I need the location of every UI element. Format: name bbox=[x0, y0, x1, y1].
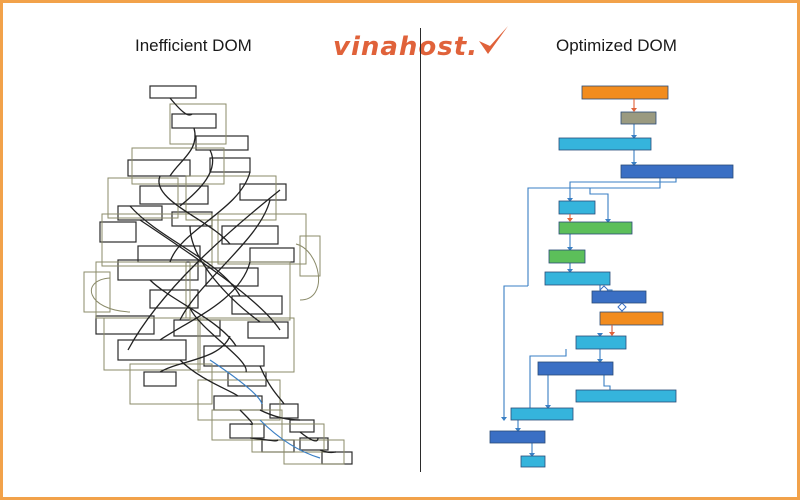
node-12 bbox=[537, 361, 614, 376]
center-divider bbox=[420, 28, 421, 472]
node-4 bbox=[620, 164, 734, 179]
checkmark-icon bbox=[479, 26, 509, 54]
logo-wordmark: vinahost. bbox=[333, 32, 479, 62]
node-10 bbox=[599, 311, 664, 326]
node-13 bbox=[575, 389, 677, 403]
vinahost-logo: vinahost. bbox=[333, 24, 510, 60]
node-6 bbox=[558, 221, 633, 235]
node-5 bbox=[558, 200, 596, 215]
node-14 bbox=[510, 407, 574, 421]
inefficient-dom-diagram bbox=[83, 85, 353, 465]
node-9 bbox=[591, 290, 647, 304]
inefficient-dom-title: Inefficient DOM bbox=[135, 36, 252, 55]
optimized-dom-title: Optimized DOM bbox=[556, 36, 677, 55]
node-2 bbox=[620, 111, 657, 125]
node-8 bbox=[544, 271, 611, 286]
node-11 bbox=[575, 335, 627, 350]
node-3 bbox=[558, 137, 652, 151]
node-16 bbox=[520, 455, 546, 468]
node-15 bbox=[489, 430, 546, 444]
node-root bbox=[581, 85, 669, 100]
node-7 bbox=[548, 249, 586, 264]
